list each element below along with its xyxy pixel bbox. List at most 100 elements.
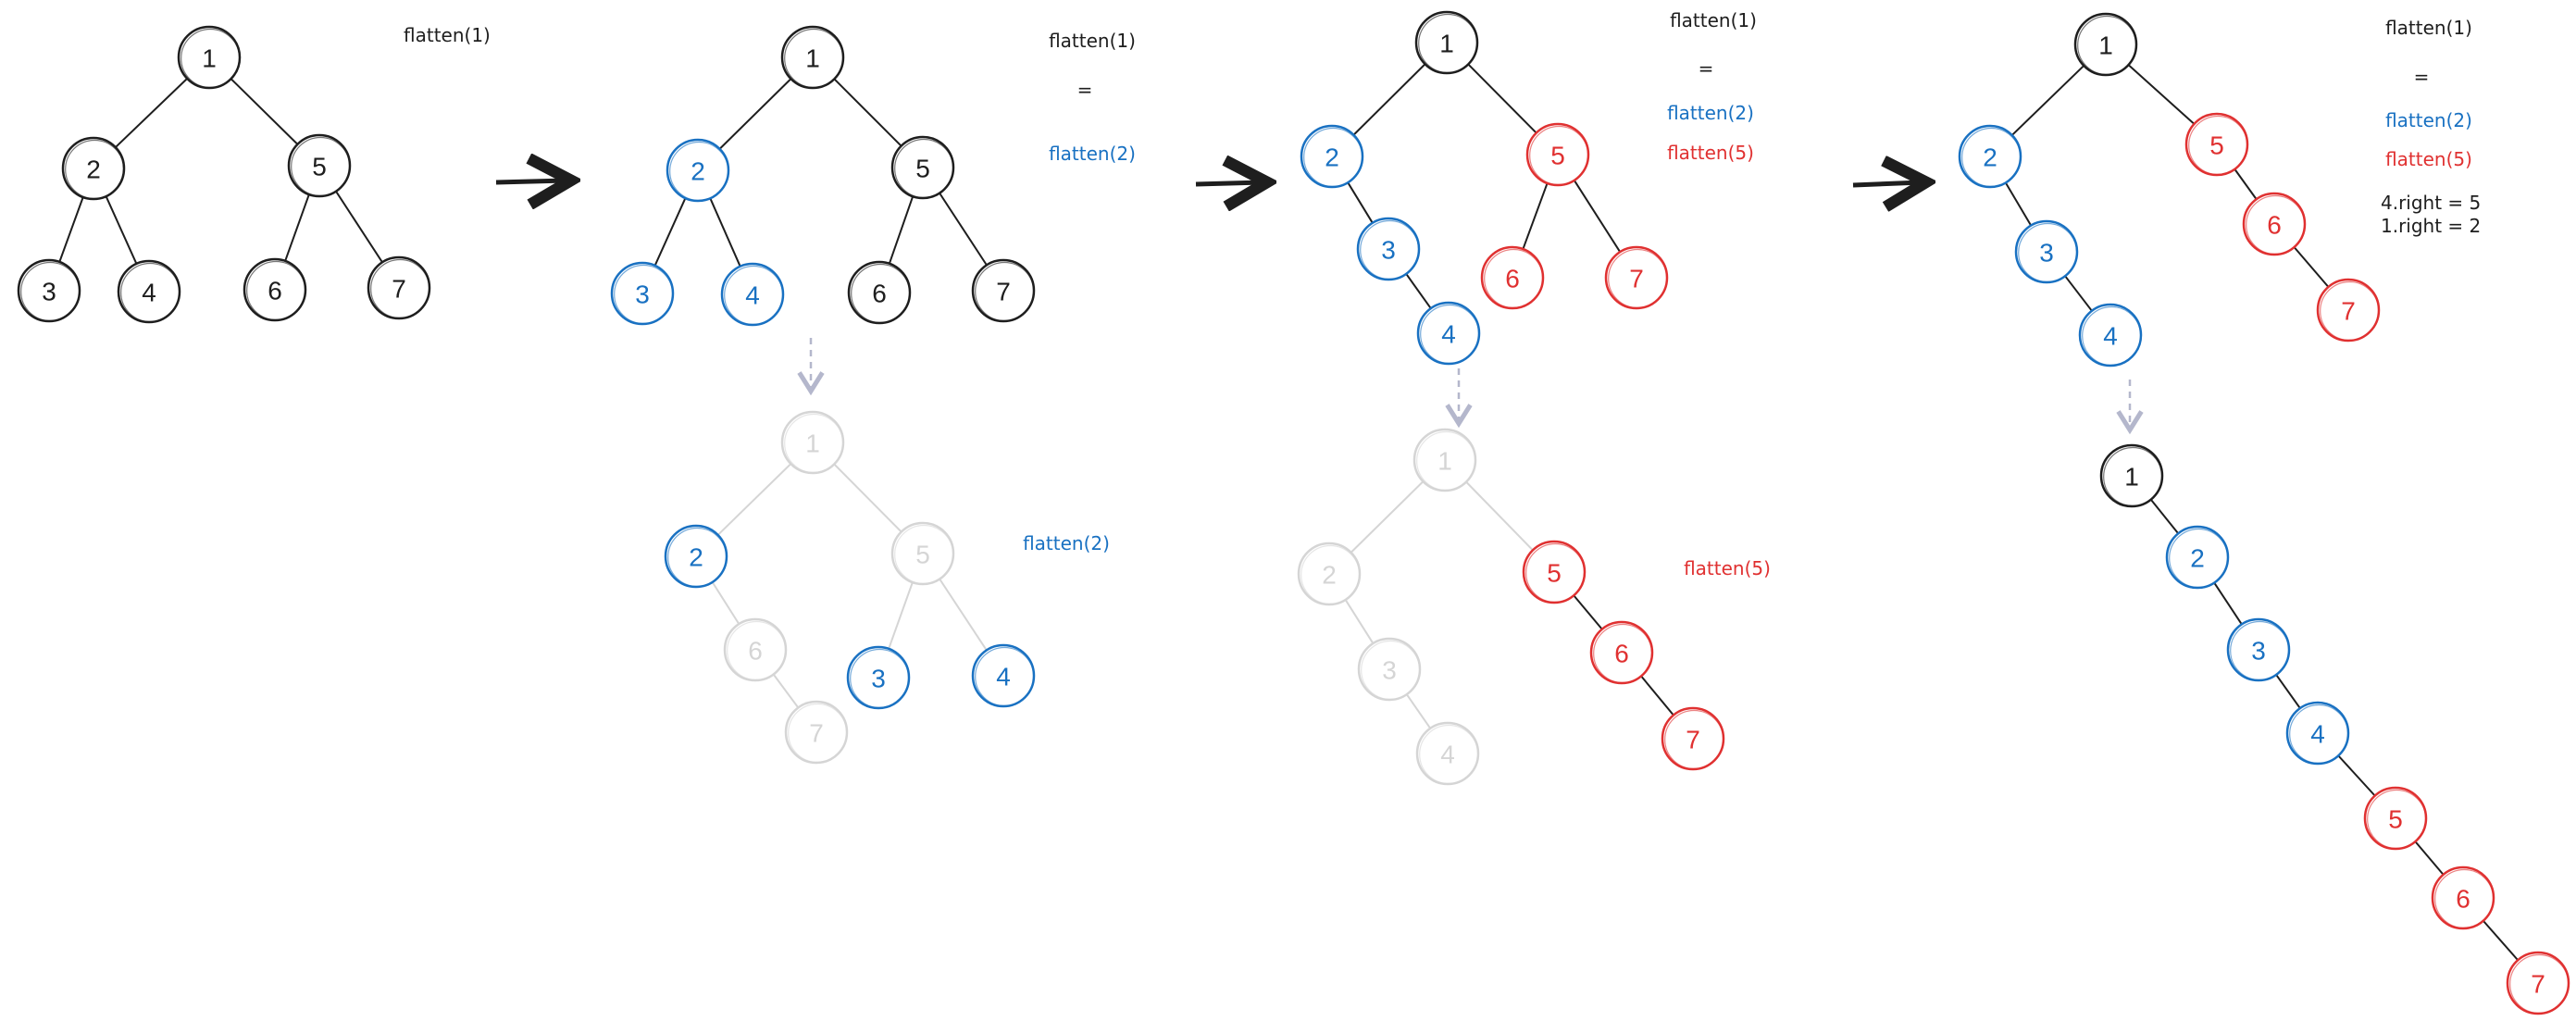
- tree-node-label: 1: [805, 44, 820, 73]
- tree-edge-5-7: [335, 191, 383, 263]
- tree-edge-1-2: [1350, 480, 1425, 554]
- tree-node-1: 1: [780, 25, 845, 90]
- tree-node-label: 1: [2124, 463, 2139, 492]
- annotation-label: flatten(1): [1049, 30, 1136, 52]
- tree-node-label: 4: [2103, 322, 2118, 351]
- tree-node-7: 7: [2506, 951, 2570, 1015]
- annotation-label: flatten(5): [1684, 557, 1771, 579]
- annotation-label: flatten(2): [1023, 532, 1110, 554]
- tree-edge-6-7: [1640, 675, 1674, 716]
- tree-node-7: 7: [784, 700, 849, 765]
- tree-node-label: 4: [1440, 741, 1455, 769]
- tree-edge-1-5: [2127, 64, 2196, 125]
- tree-edge-2-3: [58, 196, 84, 263]
- tree-node-5: 5: [890, 521, 955, 586]
- tree-edge-5-6: [1573, 594, 1603, 630]
- tree-node-4: 4: [971, 643, 1036, 708]
- tree-node-7: 7: [367, 255, 431, 320]
- tree-node-5: 5: [1522, 540, 1587, 604]
- tree-node-label: 3: [1381, 236, 1396, 265]
- tree-node-label: 7: [1686, 726, 1700, 754]
- annotation-label: flatten(2): [1667, 102, 1754, 124]
- tree-edge-5-7: [939, 193, 988, 266]
- tree-node-7: 7: [2316, 278, 2381, 342]
- tree-node-label: 7: [1629, 265, 1644, 293]
- tree-node-6: 6: [243, 257, 307, 322]
- tree-edge-1-2: [2149, 499, 2180, 534]
- tree-node-label: 7: [809, 719, 824, 748]
- tree-node-label: 7: [996, 278, 1011, 306]
- tree-edge-1-2: [115, 78, 188, 148]
- annotation-label: =: [1699, 57, 1714, 80]
- tree-node-3: 3: [1357, 637, 1422, 702]
- tree-node-label: 5: [312, 153, 327, 181]
- tree-edge-4-5: [2337, 754, 2376, 797]
- tree-edge-3-4: [2064, 275, 2093, 312]
- tree-edge-3-4: [1405, 693, 1432, 729]
- tree-node-1: 1: [780, 410, 845, 475]
- tree-node-2: 2: [666, 138, 730, 203]
- tree-node-label: 4: [996, 663, 1011, 691]
- tree-node-4: 4: [720, 262, 785, 327]
- tree-edge-5-3: [888, 581, 914, 650]
- tree-edge-5-4: [939, 579, 988, 651]
- tree-node-label: 3: [1382, 656, 1397, 685]
- annotation-label: flatten(1): [404, 24, 491, 46]
- tree-node-6: 6: [1480, 245, 1545, 310]
- tree-node-label: 4: [142, 279, 156, 307]
- tree-edge-2-3: [2213, 581, 2243, 626]
- tree-edge-5-6: [284, 193, 310, 262]
- tree-edge-1-5: [833, 463, 902, 533]
- tree-edge-5-6: [888, 195, 915, 265]
- tree-edge-5-7: [1573, 180, 1622, 253]
- tree-edge-2-3: [1347, 181, 1374, 224]
- tree-edge-5-6: [2414, 840, 2445, 876]
- tree-node-label: 3: [2251, 637, 2266, 666]
- tree-node-label: 5: [1547, 559, 1562, 588]
- annotation-label: flatten(2): [1049, 143, 1136, 165]
- tree-node-label: 2: [1325, 143, 1339, 172]
- annotation-label: 1.right = 2: [2381, 215, 2481, 237]
- tree-node-1: 1: [1414, 10, 1479, 75]
- tree-edge-6-7: [2293, 246, 2330, 288]
- transition-arrow-1: [495, 181, 566, 182]
- tree-edge-2-6: [711, 581, 740, 625]
- tree-node-6: 6: [2242, 192, 2307, 256]
- tree-node-5: 5: [287, 133, 352, 198]
- tree-edge-1-5: [833, 78, 902, 147]
- tree-node-label: 7: [392, 275, 406, 304]
- annotation-label: flatten(5): [1667, 142, 1754, 164]
- tree-node-6: 6: [723, 617, 788, 682]
- tree-node-5: 5: [2363, 786, 2428, 851]
- tree-node-5: 5: [890, 135, 955, 200]
- tree-node-label: 6: [1614, 640, 1629, 668]
- tree-edge-1-2: [718, 78, 792, 150]
- tree-node-4: 4: [2285, 701, 2350, 766]
- tree-edge-5-6: [2234, 168, 2258, 200]
- tree-node-label: 7: [2341, 297, 2356, 326]
- tree-node-2: 2: [61, 136, 126, 201]
- tree-edge-6-7: [772, 673, 800, 709]
- tree-node-label: 2: [689, 543, 703, 572]
- tree-node-7: 7: [1604, 245, 1669, 310]
- tree-node-4: 4: [1416, 301, 1481, 366]
- tree-node-4: 4: [2078, 303, 2143, 367]
- tree-edge-5-6: [1522, 182, 1549, 250]
- tree-edge-3-4: [1405, 273, 1432, 309]
- tree-node-label: 3: [635, 280, 650, 309]
- tree-edge-1-5: [1467, 63, 1537, 134]
- tree-node-label: 3: [42, 278, 56, 306]
- tree-edge-2-4: [105, 195, 138, 265]
- tree-node-label: 6: [268, 277, 282, 305]
- annotation-label: flatten(1): [2385, 17, 2472, 39]
- tree-node-label: 5: [2388, 805, 2403, 834]
- tree-node-label: 2: [1322, 561, 1337, 590]
- tree-node-label: 4: [1441, 320, 1456, 349]
- tree-node-2: 2: [2165, 525, 2230, 590]
- tree-node-label: 2: [1983, 143, 1997, 172]
- tree-node-1: 1: [2073, 12, 2138, 77]
- tree-node-2: 2: [1300, 124, 1364, 189]
- transition-arrow-2: [1195, 182, 1263, 184]
- tree-node-label: 4: [2310, 720, 2325, 749]
- tree-edge-3-4: [2275, 674, 2301, 709]
